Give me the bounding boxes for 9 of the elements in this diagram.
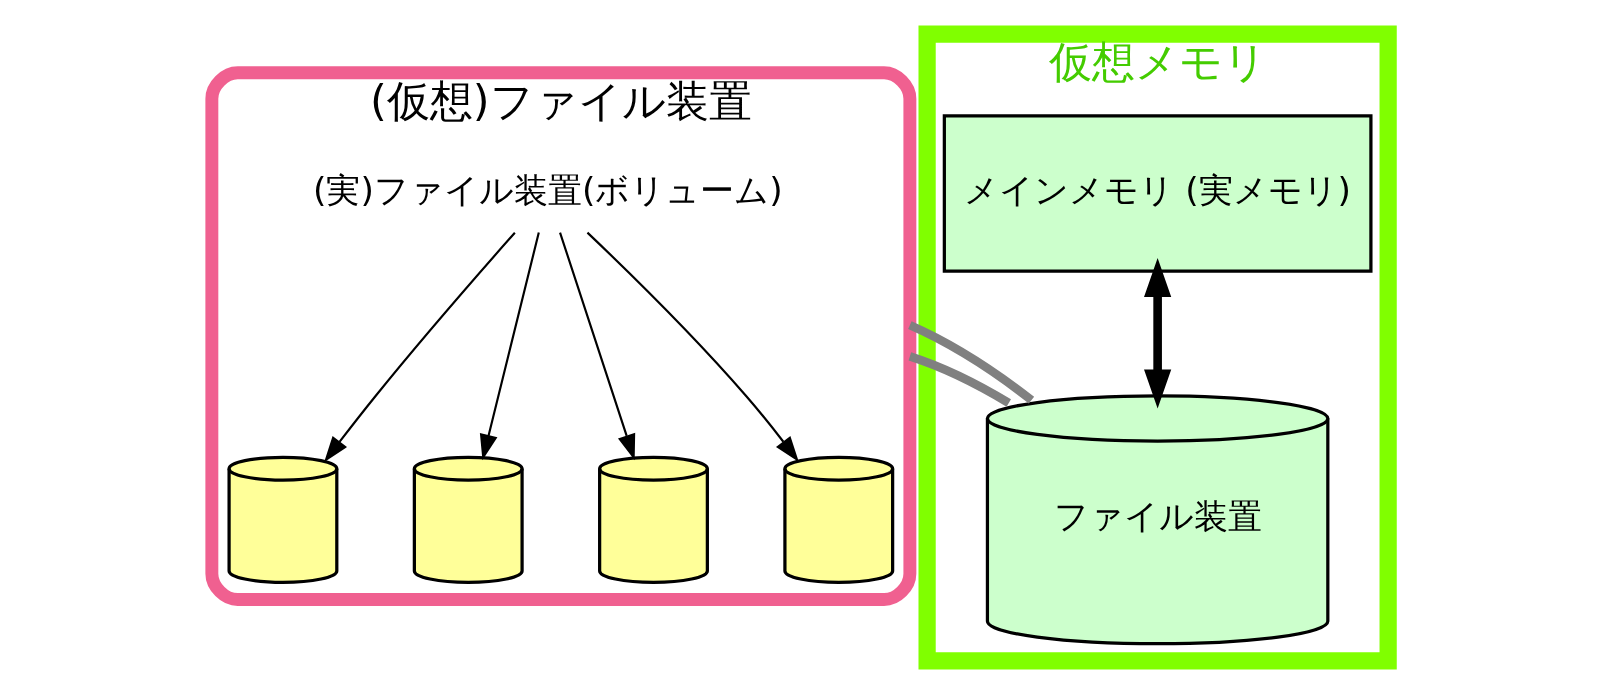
arrow [558, 232, 635, 461]
node-text: (実)ファイル装置(ボリューム) [312, 169, 783, 210]
arrow [479, 232, 540, 461]
arrow [1143, 258, 1171, 409]
arrow [586, 231, 799, 463]
connector [907, 321, 1034, 404]
arrow [323, 232, 516, 463]
connector [908, 352, 1011, 407]
node-box: メインメモリ (実メモリ) [942, 114, 1373, 273]
